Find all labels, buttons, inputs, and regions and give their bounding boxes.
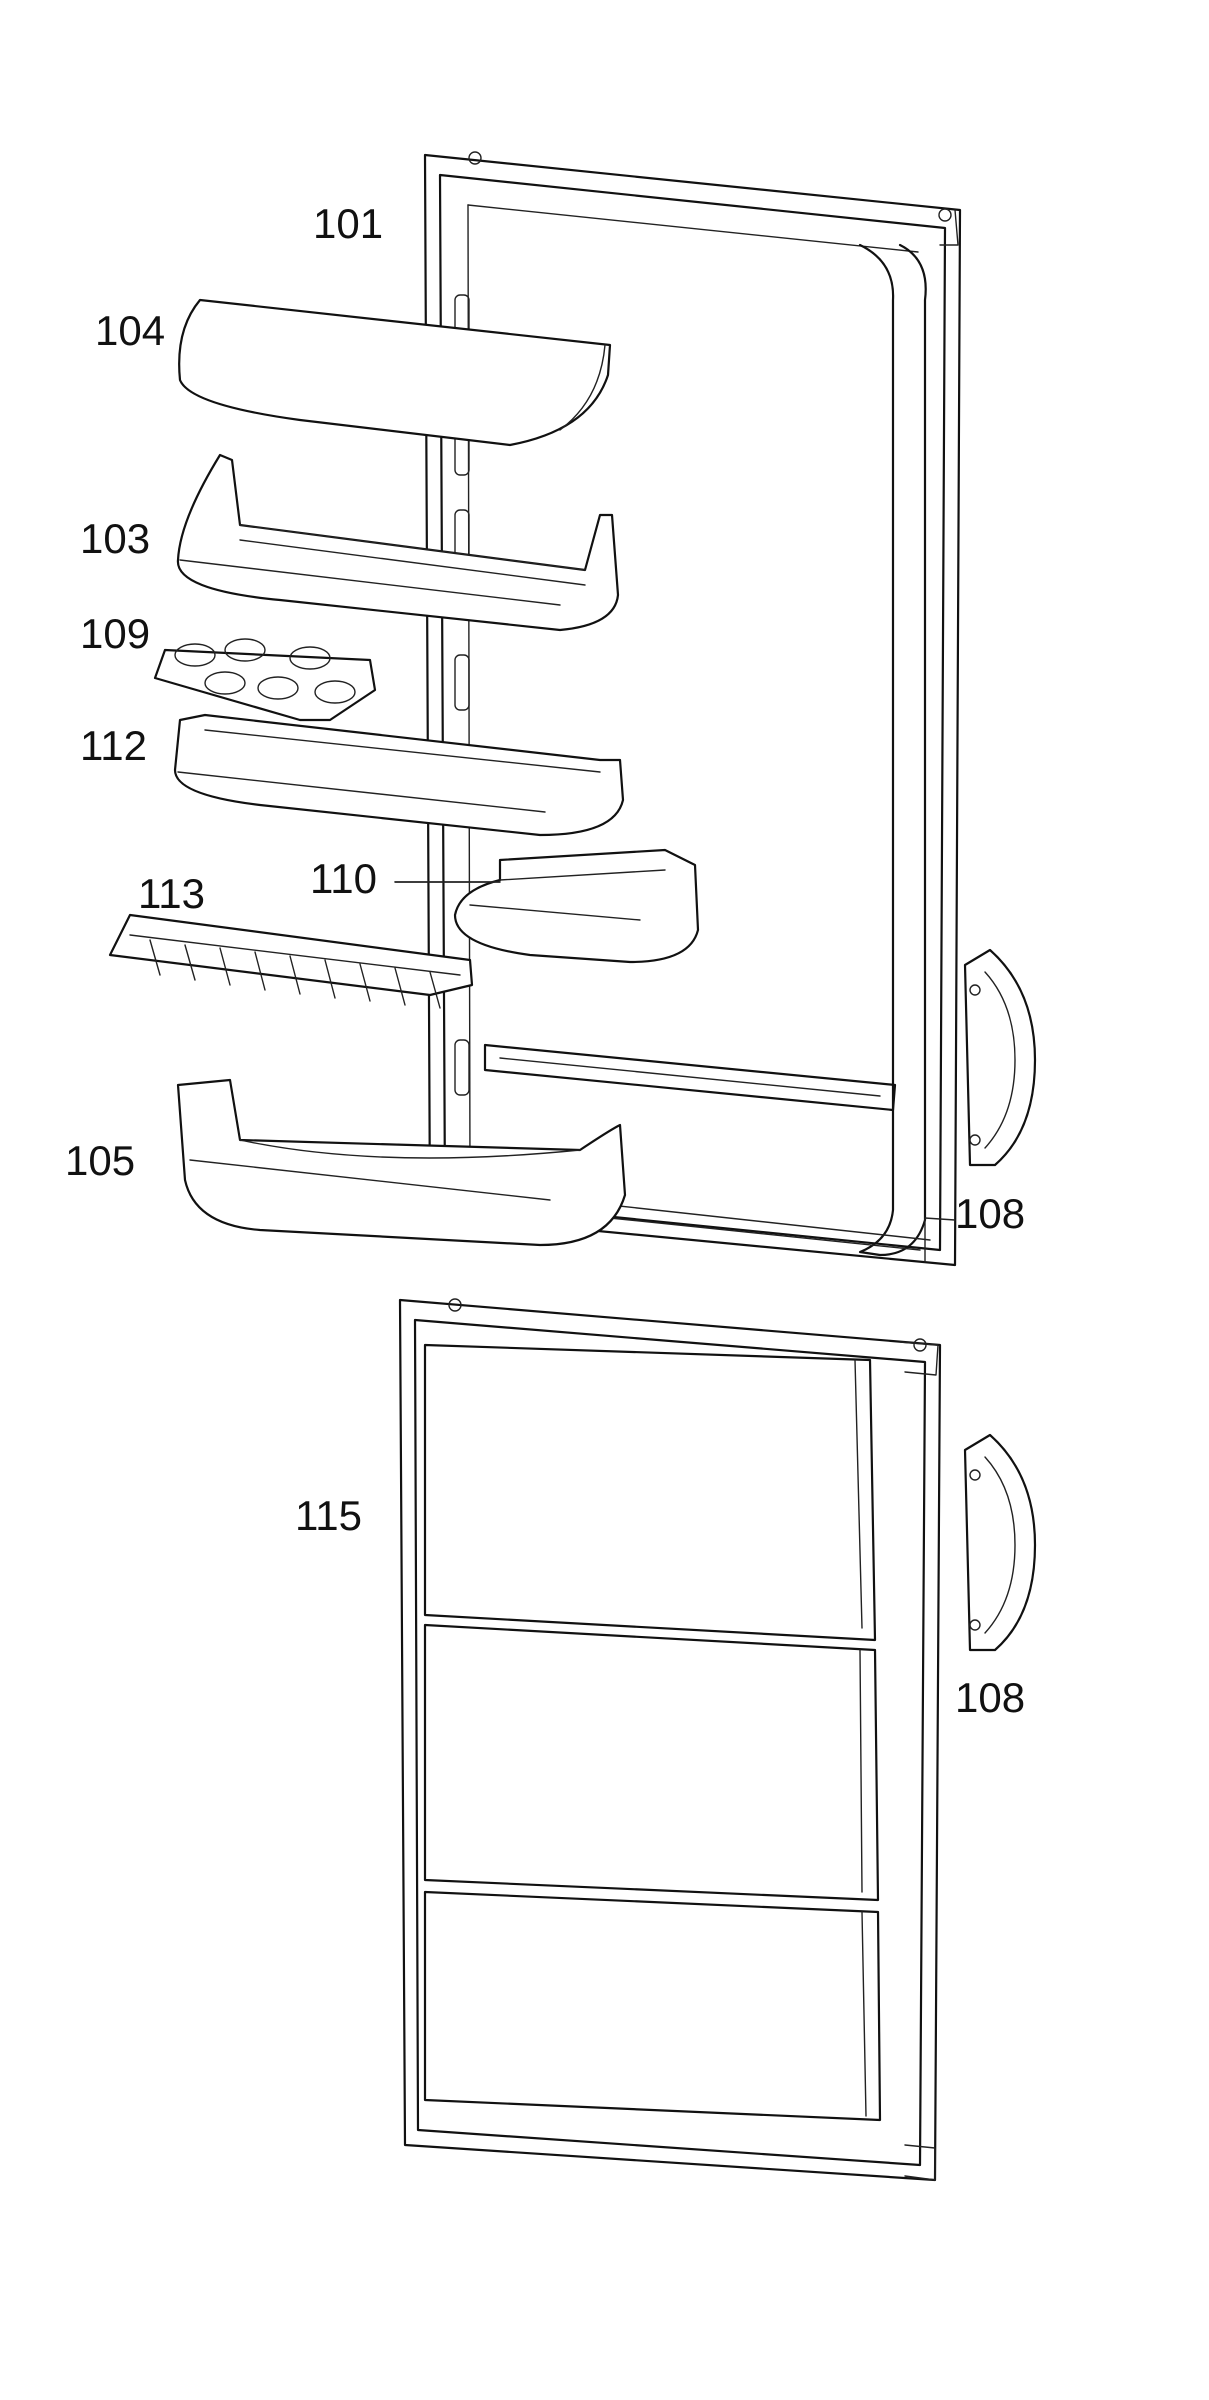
label-109: 109	[80, 610, 150, 657]
handle-108-lower	[963, 1433, 1037, 1652]
label-115: 115	[295, 1492, 362, 1539]
label-108-upper: 108	[955, 1190, 1025, 1237]
label-104: 104	[95, 307, 165, 354]
label-112: 112	[80, 722, 147, 769]
label-103: 103	[80, 515, 150, 562]
upper-door	[423, 151, 962, 1267]
label-101: 101	[313, 200, 383, 247]
shelf-112	[173, 713, 625, 837]
label-110: 110	[310, 855, 377, 902]
bottle-holder-113	[108, 913, 474, 1009]
label-113: 113	[138, 870, 205, 917]
handle-108-upper	[963, 948, 1037, 1167]
egg-tray-109	[153, 638, 377, 722]
shelf-103	[176, 453, 620, 632]
bin-110	[394, 848, 700, 964]
label-105: 105	[65, 1137, 135, 1184]
shelf-105	[176, 1078, 627, 1247]
lid-104	[178, 298, 612, 447]
label-108-lower: 108	[955, 1674, 1025, 1721]
lower-door	[398, 1298, 942, 2182]
